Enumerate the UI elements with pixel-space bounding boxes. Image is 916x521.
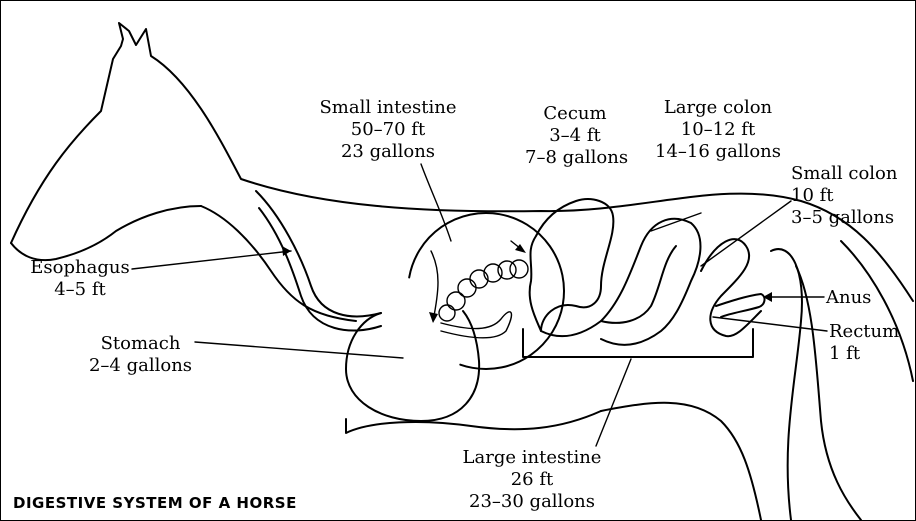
horse-head-front [11, 206, 201, 260]
small-colon-name: Small colon [791, 163, 913, 185]
large-intestine-volume: 23–30 gallons [457, 491, 607, 513]
cecum-label: Cecum 3–4 ft 7–8 gallons [525, 103, 625, 169]
rectum-name: Rectum [829, 321, 909, 343]
large-colon-name: Large colon [647, 97, 789, 119]
small-colon-length: 10 ft [791, 185, 913, 207]
stomach-label: Stomach 2–4 gallons [73, 333, 208, 377]
large-intestine-length: 26 ft [457, 469, 607, 491]
cecum-name: Cecum [525, 103, 625, 125]
small-intestine-coils [439, 260, 528, 338]
stomach-volume: 2–4 gallons [73, 355, 208, 377]
cecum-length: 3–4 ft [525, 125, 625, 147]
stomach-name: Stomach [73, 333, 208, 355]
rectum-label: Rectum 1 ft [829, 321, 909, 365]
small-intestine-name: Small intestine [313, 97, 463, 119]
horse-hind-leg [601, 403, 761, 520]
large-intestine-label: Large intestine 26 ft 23–30 gallons [457, 447, 607, 513]
esophagus-length: 4–5 ft [25, 279, 135, 301]
small-colon-volume: 3–5 gallons [791, 207, 913, 229]
rectum-length: 1 ft [829, 343, 909, 365]
large-colon-label: Large colon 10–12 ft 14–16 gallons [647, 97, 789, 163]
anus-name: Anus [826, 287, 906, 309]
cecum-drawing [530, 199, 614, 331]
small-intestine-length: 50–70 ft [313, 119, 463, 141]
large-colon-drawing [541, 219, 700, 345]
small-intestine-arc [396, 201, 577, 382]
small-intestine-volume: 23 gallons [313, 141, 463, 163]
large-intestine-name: Large intestine [457, 447, 607, 469]
horse-neck-front [201, 206, 356, 321]
large-colon-volume: 14–16 gallons [647, 141, 789, 163]
cecum-volume: 7–8 gallons [525, 147, 625, 169]
large-colon-inner [601, 246, 676, 323]
anus-label: Anus [826, 287, 906, 309]
leader-lines [132, 164, 827, 446]
diagram-caption: DIGESTIVE SYSTEM OF A HORSE [13, 494, 297, 512]
large-colon-length: 10–12 ft [647, 119, 789, 141]
esophagus-name: Esophagus [25, 257, 135, 279]
esophagus-drawing [256, 191, 381, 316]
small-colon-label: Small colon 10 ft 3–5 gallons [791, 163, 913, 229]
esophagus-label: Esophagus 4–5 ft [25, 257, 135, 301]
small-intestine-label: Small intestine 50–70 ft 23 gallons [313, 97, 463, 163]
horse-tail [771, 249, 802, 520]
